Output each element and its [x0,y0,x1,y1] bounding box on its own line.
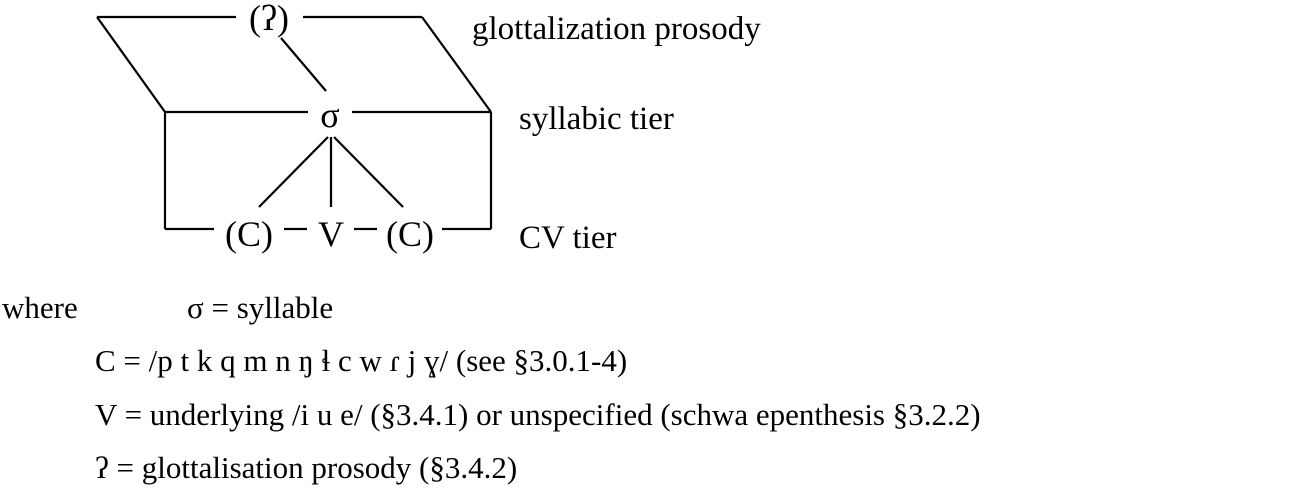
legend-consonants: C = /p t k q m n ŋ ɬ c w ɾ j ɣ/ (see §3.… [95,343,628,378]
prosody-left-slant-line [96,16,166,113]
v-node: V [318,214,344,254]
glottal-association-line [280,37,327,92]
legend-sigma: σ = syllable [187,290,334,325]
legend-where: where [2,290,78,325]
legend-vowels: V = underlying /i u e/ (§3.4.1) or unspe… [95,397,981,432]
tier-label-syllabic: syllabic tier [519,101,674,137]
c-right-node: (C) [386,214,434,254]
legend-glottal: ʔ = glottalisation prosody (§3.4.2) [95,450,518,485]
tier-label-glottalization: glottalization prosody [472,11,761,47]
sigma-to-c-right-line [333,136,404,208]
glottal-node: (ʔ) [249,0,289,38]
autosegmental-diagram: (ʔ) σ (C) V (C) glottalization prosody s… [96,0,761,256]
tier-label-cv: CV tier [519,220,616,256]
syllable-node: σ [320,95,339,135]
sigma-to-c-left-line [258,136,329,208]
prosody-right-slant-line [421,16,492,113]
c-left-node: (C) [225,214,273,254]
